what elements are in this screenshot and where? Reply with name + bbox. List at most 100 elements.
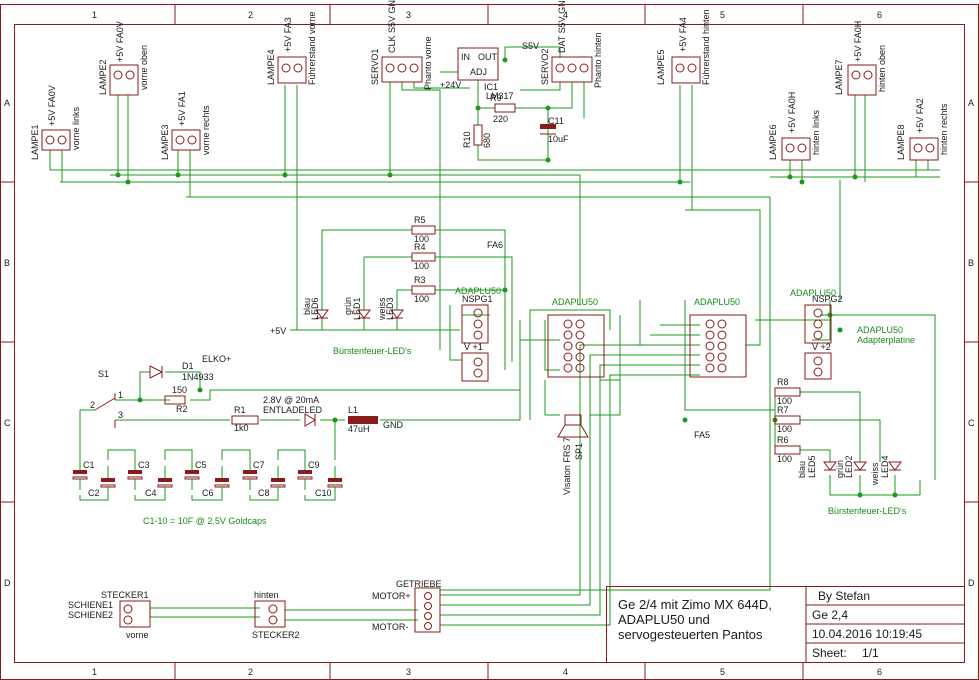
front-led-label: Bürstenfeuer-LED's: [333, 346, 412, 356]
schiene2-label: SCHIENE2: [68, 610, 113, 620]
nspg1-ref: NSPG1: [462, 294, 493, 304]
row-label-right: A: [968, 98, 974, 108]
nspg1-title: ADAPLU50: [455, 286, 501, 296]
lampe6-ref: LAMPE6: [768, 124, 778, 160]
junctions: [115, 57, 898, 498]
nspg2-title: ADAPLU50: [790, 288, 836, 298]
lampe3-pins: +5V FA1: [177, 91, 187, 126]
col-label-top: 1: [92, 10, 97, 20]
row-label-right: D: [968, 578, 975, 588]
lampe4: LAMPE4 +5V FA3 Führerstand vorne: [266, 11, 317, 85]
c11-ref: C11: [548, 116, 564, 126]
lampe7-ref: LAMPE7: [834, 59, 844, 95]
grid-labels: 1 2 3 4 5 6 1 2 3 4 5 6 A B C D A B C D: [4, 10, 975, 677]
led1-ref: LED1: [352, 297, 362, 320]
led-spec: 2.8V @ 20mA: [263, 395, 319, 405]
title-author: By Stefan: [818, 589, 870, 603]
goldcap-ref: C3: [138, 460, 150, 470]
lampe5-pins: +5V FA4: [678, 17, 688, 52]
speaker-ref: SP1: [574, 443, 584, 460]
title-name: Ge 2,4: [812, 608, 848, 622]
goldcap-ref: C2: [88, 488, 100, 498]
r4-ref: R4: [414, 242, 426, 252]
r9-ref: R9: [490, 93, 502, 103]
lampe2-pins: +5V FA0V: [115, 21, 125, 62]
lampe7-desc: hinten oben: [877, 45, 887, 92]
goldcap: C1: [72, 458, 95, 490]
lampe6-desc: hinten links: [811, 109, 821, 155]
l1-ref: L1: [348, 405, 358, 415]
led5-color: blau: [797, 461, 807, 478]
goldcap-note: C1-10 = 10F @ 2.5V Goldcaps: [143, 516, 267, 526]
title-sheet-label: Sheet:: [812, 646, 847, 660]
adapter-title: ADAPLU50: [857, 325, 903, 335]
led4-color: weiss: [870, 462, 880, 486]
title-date: 10.04.2016 10:19:45: [812, 627, 922, 641]
r3-value: 100: [414, 294, 429, 304]
lampe4-ref: LAMPE4: [266, 49, 276, 85]
r5-ref: R5: [414, 215, 426, 225]
net-elko: ELKO+: [202, 354, 231, 364]
led5-ref: LED5: [807, 455, 817, 478]
led6-color: blau: [302, 298, 312, 315]
r6-value: 100: [777, 454, 792, 464]
lampe3-ref: LAMPE3: [160, 124, 170, 160]
r6-ref: R6: [777, 435, 789, 445]
goldcap: C9: [297, 458, 320, 490]
lampe7-pins: +5V FA0H: [853, 21, 863, 62]
row-label-left: B: [4, 258, 10, 268]
goldcap-ref: C4: [145, 488, 157, 498]
r9-value: 220: [493, 114, 508, 124]
col-label-top: 5: [720, 10, 725, 20]
net-fa6: FA6: [487, 240, 503, 250]
lampe2: LAMPE2 +5V FA0V vorne oben: [98, 21, 149, 96]
r5-value: 100: [414, 234, 429, 244]
goldcap: C8: [258, 466, 286, 498]
s1-ref: S1: [98, 369, 109, 379]
r7-ref: R7: [777, 405, 789, 415]
adaplu-connectors: ADAPLU50 NSPG1 V +1 ADAPLU50 ADAPLU50 AD…: [455, 286, 915, 382]
ic1-part: LM317: [486, 91, 514, 101]
col-label-bottom: 2: [248, 667, 253, 677]
stecker1-ref: STECKER1: [101, 590, 149, 600]
col-label-top: 6: [877, 10, 882, 20]
net-gnd: GND: [383, 420, 404, 430]
lamp-connectors: LAMPE1 +5V FA0V vorne links LAMPE2 +5V F…: [30, 9, 949, 161]
lampe5: LAMPE5 +5V FA4 Führerstand hinten: [656, 9, 711, 85]
goldcap: C5: [184, 458, 207, 490]
lampe5-ref: LAMPE5: [656, 49, 666, 85]
net-plus5v: +5V: [270, 326, 286, 336]
servo2-ref: SERVO2: [540, 49, 550, 85]
col-label-bottom: 4: [563, 667, 568, 677]
r2-value: 150: [172, 385, 187, 395]
front-brush-leds: R5 100 R4 100 R3 100 FA6 +5V LED6 blau L…: [270, 215, 503, 356]
ic1-out: OUT: [478, 52, 498, 62]
ic1-in: IN: [461, 52, 470, 62]
lampe5-desc: Führerstand hinten: [701, 9, 711, 85]
net-fa5: FA5: [694, 430, 710, 440]
col-label-bottom: 3: [406, 667, 411, 677]
voltage-regulator: IN OUT ADJ IC1 LM317 +24V S5V R9 220 R10…: [440, 41, 569, 148]
lampe8-ref: LAMPE8: [896, 124, 906, 160]
gear-ref: GETRIEBE: [396, 579, 442, 589]
goldcap: C10: [315, 466, 343, 498]
title-sheet: 1/1: [862, 646, 879, 660]
r4-value: 100: [414, 261, 429, 271]
col-label-top: 3: [406, 10, 411, 20]
goldcap: C2: [88, 466, 116, 498]
row-label-left: A: [4, 98, 10, 108]
charge-circuit: S1 213 D1 1N4933 ELKO+ 150 R2 R1 1k0 2.8…: [90, 354, 404, 434]
col-label-bottom: 1: [92, 667, 97, 677]
title-desc-line3: servogesteuerten Pantos: [618, 627, 763, 642]
r7-value: 100: [777, 424, 792, 434]
nspg2-ref: NSPG2: [812, 294, 843, 304]
r10-value: 680: [482, 133, 492, 148]
title-desc-line1: Ge 2/4 mit Zimo MX 644D,: [618, 597, 772, 612]
drawing-frame: [0, 4, 979, 680]
r8-ref: R8: [777, 377, 789, 387]
speaker-part: Visaton FRS 7: [562, 437, 572, 495]
col-label-top: 4: [563, 10, 568, 20]
goldcap-ref: C1: [83, 460, 95, 470]
r8-value: 100: [777, 396, 792, 406]
r1-value: 1k0: [234, 423, 249, 433]
